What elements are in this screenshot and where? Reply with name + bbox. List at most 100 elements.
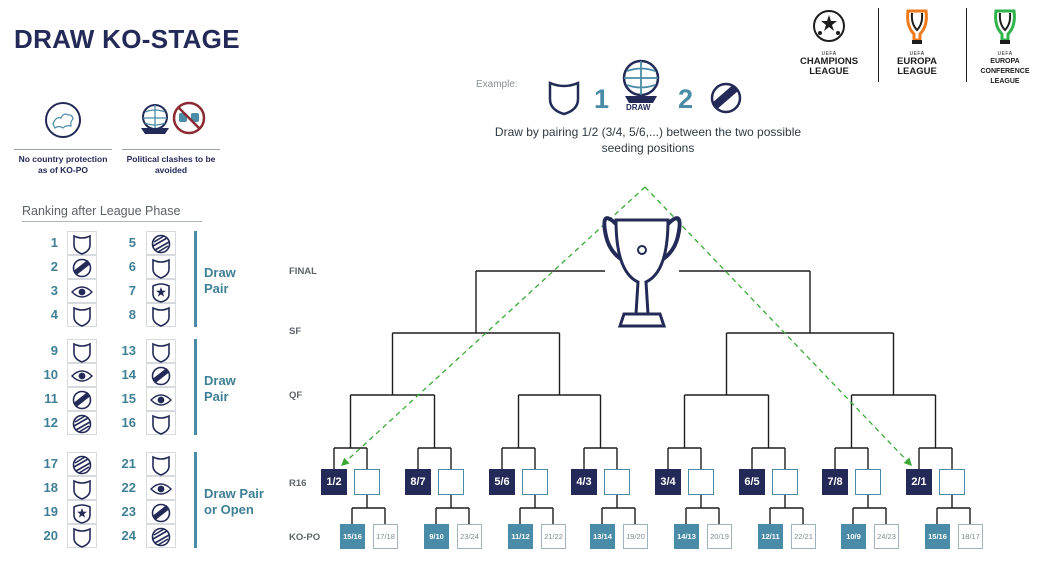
ball-stripe-icon — [151, 503, 171, 523]
striped-ball-icon — [710, 82, 742, 114]
kopo-seed-box: 23/24 — [457, 524, 482, 549]
r16-empty-slot — [688, 469, 714, 495]
rank-number: 17 — [43, 456, 58, 471]
rank-badge-cell — [146, 279, 176, 303]
group-draw-label: Draw Pair — [204, 265, 236, 296]
rank-badge-cell — [67, 279, 97, 303]
logo-separator — [878, 8, 879, 82]
rank-badge-cell — [67, 339, 97, 363]
r16-empty-slot — [354, 469, 380, 495]
kopo-seed-box: 14/13 — [674, 524, 699, 549]
arrow-head — [903, 457, 912, 466]
rank-number: 21 — [121, 456, 136, 471]
rank-number: 15 — [121, 391, 136, 406]
example-description: Draw by pairing 1/2 (3/4, 5/6,...) betwe… — [494, 125, 802, 155]
kopo-seed-box: 10/9 — [841, 524, 866, 549]
rank-number: 12 — [43, 415, 58, 430]
rank-number: 16 — [121, 415, 136, 430]
rank-badge-cell — [146, 476, 176, 500]
rule-caption: Political clashes to be avoided — [122, 149, 220, 176]
r16-empty-slot — [939, 469, 965, 495]
ball-hatched-icon — [72, 414, 92, 434]
r16-seed-box: 4/3 — [571, 469, 597, 495]
ball-stripe-icon — [72, 258, 92, 278]
r16-seed-box: 2/1 — [906, 469, 932, 495]
shield-icon — [548, 81, 580, 116]
r16-empty-slot — [772, 469, 798, 495]
rank-number: 19 — [43, 504, 58, 519]
logo-name: EUROPA LEAGUE — [897, 56, 937, 77]
r16-empty-slot — [438, 469, 464, 495]
kopo-seed-box: 13/14 — [590, 524, 615, 549]
eye-ball-icon — [150, 483, 172, 495]
stage-label-sf: SF — [289, 326, 302, 337]
rank-badge-cell — [146, 524, 176, 548]
dashed-draw-arrow — [340, 186, 646, 467]
stage-label-kopo: KO-PO — [289, 532, 321, 543]
page-title: DRAW KO-STAGE — [14, 24, 240, 54]
draw-globe-icon — [622, 59, 660, 103]
shield-plain-icon — [152, 258, 170, 279]
political-clash-rule: Political clashes to be avoided — [122, 100, 220, 176]
ball-stripe-icon — [151, 366, 171, 386]
rank-badge-cell — [67, 387, 97, 411]
logo-separator — [966, 8, 967, 82]
stage-label-r16: R16 — [289, 478, 307, 489]
shield-plain-icon — [152, 306, 170, 327]
rank-badge-cell — [67, 452, 97, 476]
rank-badge-cell — [146, 452, 176, 476]
rank-badge-cell — [146, 255, 176, 279]
r16-empty-slot — [604, 469, 630, 495]
logo-uefa-label: UEFA — [997, 51, 1013, 57]
kopo-seed-box: 11/12 — [508, 524, 533, 549]
rank-number: 11 — [44, 391, 58, 406]
kopo-seed-box: 15/16 — [925, 524, 950, 549]
ball-hatched-icon — [151, 527, 171, 547]
group-divider-bar — [194, 339, 197, 435]
kopo-seed-box: 22/21 — [791, 524, 816, 549]
example-label: Example: — [476, 79, 518, 90]
r16-empty-slot — [522, 469, 548, 495]
r16-seed-box: 5/6 — [489, 469, 515, 495]
dashed-draw-arrow — [644, 186, 913, 467]
rank-badge-cell — [146, 339, 176, 363]
rank-number: 8 — [128, 307, 136, 322]
group-draw-label: Draw Pair — [204, 373, 236, 404]
rank-number: 24 — [121, 528, 136, 543]
ball-stripe-icon — [72, 390, 92, 410]
rank-number: 22 — [121, 480, 136, 495]
shield-plain-icon — [152, 414, 170, 435]
kopo-seed-box: 21/22 — [541, 524, 566, 549]
rank-number: 18 — [43, 480, 58, 495]
starball-icon — [813, 10, 845, 42]
group-divider-bar — [194, 452, 197, 548]
rank-badge-cell — [67, 411, 97, 435]
shield-plain-icon — [73, 234, 91, 255]
eye-ball-icon — [150, 394, 172, 406]
example-seed-one: 1 — [594, 84, 610, 114]
rank-number: 13 — [121, 343, 136, 358]
kopo-seed-box: 17/18 — [373, 524, 398, 549]
kopo-seed-box: 24/23 — [874, 524, 899, 549]
draw-label: DRAW — [626, 103, 651, 112]
r16-seed-box: 8/7 — [405, 469, 431, 495]
group-divider-bar — [194, 231, 197, 327]
r16-seed-box: 7/8 — [822, 469, 848, 495]
rank-badge-cell — [146, 363, 176, 387]
rank-badge-cell — [67, 500, 97, 524]
star-badge-icon — [73, 504, 91, 524]
europe-map-icon — [45, 102, 81, 138]
no-country-protection-rule: No country protection as of KO-PO — [14, 100, 112, 176]
logo-uefa-label: UEFA — [909, 51, 925, 57]
stage-label-final: FINAL — [289, 266, 317, 277]
rank-number: 9 — [50, 343, 58, 358]
rank-badge-cell — [146, 303, 176, 327]
rank-badge-cell — [146, 411, 176, 435]
r16-empty-slot — [855, 469, 881, 495]
trophy-logo-icon — [994, 9, 1016, 44]
rank-badge-cell — [146, 231, 176, 255]
rank-badge-cell — [67, 524, 97, 548]
